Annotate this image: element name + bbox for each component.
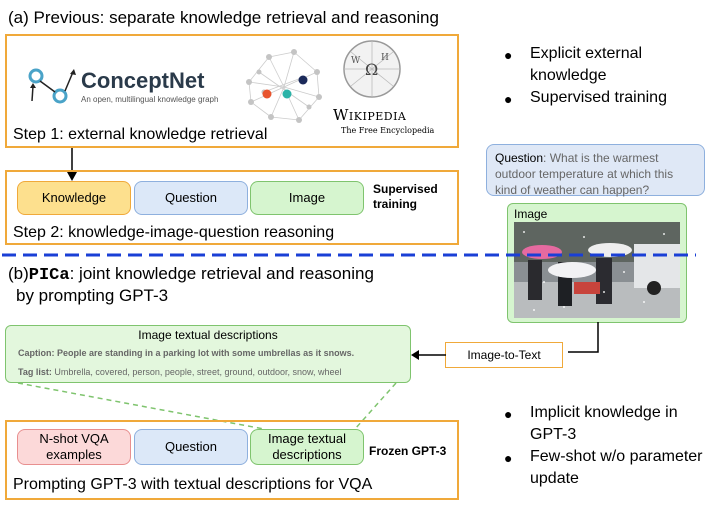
image-to-text-box: Image-to-Text: [445, 342, 563, 368]
question-label: Question: [495, 151, 544, 165]
question-box: Question: What is the warmest outdoor te…: [486, 144, 705, 197]
image-desc-pill: Image textual descriptions: [250, 429, 364, 465]
image-panel-label: Image: [514, 207, 548, 221]
svg-text:И: И: [381, 53, 389, 63]
section-divider: [2, 253, 696, 257]
bottom-bullets: ●Implicit knowledge in GPT-3 ●Few-shot w…: [504, 402, 704, 490]
conceptnet-name: ConceptNet: [81, 68, 205, 93]
conceptnet-tagline: An open, multilingual knowledge graph: [81, 95, 219, 104]
question-text: : What is the warmest outdoor temperatur…: [495, 151, 674, 197]
bullet-item: ●Supervised training: [504, 89, 667, 107]
arrow-down-icon: [67, 148, 77, 181]
bullet-item: ●Few-shot w/o parameter update: [504, 448, 703, 487]
retrieval-box: ConceptNet An open, multilingual knowled…: [5, 34, 459, 148]
svg-text:W: W: [351, 56, 361, 66]
nshot-pill: N-shot VQA examples: [17, 429, 131, 465]
question-pill-b: Question: [134, 429, 248, 465]
desc-title: Image textual descriptions: [138, 328, 278, 342]
wikipedia-name: Wikipedia: [333, 106, 407, 124]
bullet-item: ●Explicit external knowledge: [504, 45, 643, 84]
arrow-left-icon: [411, 350, 446, 360]
wikipedia-tagline: The Free Encyclopedia: [341, 126, 435, 135]
image-connector: [568, 322, 599, 353]
wikipedia-globe-icon: Ω W И: [343, 40, 401, 98]
section-a-title: (a) Previous: separate knowledge retriev…: [8, 8, 439, 27]
reasoning-box: Knowledge Question Image Supervised trai…: [5, 170, 459, 245]
step2-label: Step 2: knowledge-image-question reasoni…: [13, 224, 335, 241]
model-name: PICa: [28, 266, 70, 285]
tag-list-line: Tag list: Umbrella, covered, person, peo…: [18, 367, 342, 377]
knowledge-pill: Knowledge: [17, 181, 131, 215]
knowledge-graph-icon: [246, 49, 322, 123]
section-b-title-line2: by prompting GPT-3: [16, 286, 169, 305]
frozen-gpt3-note: Frozen GPT-3: [369, 444, 447, 458]
prompt-label: Prompting GPT-3 with textual description…: [13, 476, 373, 493]
bullet-item: ●Implicit knowledge in GPT-3: [504, 404, 678, 443]
top-bullets: ●Explicit external knowledge ●Supervised…: [504, 43, 704, 110]
textual-descriptions-box: Image textual descriptions Caption: Peop…: [5, 325, 411, 383]
prompting-box: N-shot VQA examples Question Image textu…: [5, 420, 459, 500]
question-pill: Question: [134, 181, 248, 215]
step1-label: Step 1: external knowledge retrieval: [13, 126, 268, 143]
supervised-training-note: Supervised training: [373, 182, 438, 211]
conceptnet-graph-icon: [28, 68, 76, 104]
caption-line: Caption: People are standing in a parkin…: [18, 348, 355, 358]
svg-text:Ω: Ω: [365, 60, 378, 79]
section-b-title: (b)PICa: joint knowledge retrieval and r…: [8, 264, 374, 285]
image-pill: Image: [250, 181, 364, 215]
